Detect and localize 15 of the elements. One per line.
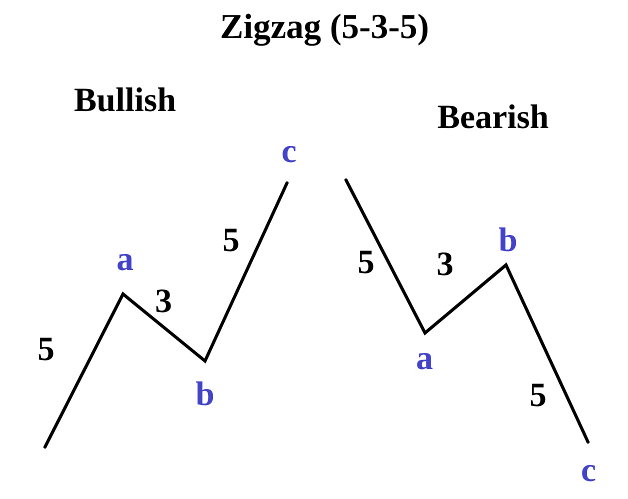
wave-label: c bbox=[282, 146, 296, 162]
wave-number: 5 bbox=[358, 250, 374, 274]
wave-number: 3 bbox=[156, 290, 171, 312]
heading: Bullish bbox=[74, 87, 176, 112]
wave-number: 5 bbox=[530, 384, 546, 406]
wave-label: b bbox=[499, 227, 516, 252]
wave-label: c bbox=[582, 464, 596, 482]
wave-label: a bbox=[417, 353, 432, 370]
wave-label: a bbox=[118, 254, 133, 270]
wave-number: 5 bbox=[38, 338, 54, 360]
wave-label: b bbox=[196, 381, 214, 406]
title: Zigzag (5-3-5) bbox=[222, 14, 428, 46]
heading: Bearish bbox=[438, 104, 548, 128]
wave-number: 3 bbox=[438, 252, 452, 276]
wave-number: 5 bbox=[224, 228, 238, 252]
